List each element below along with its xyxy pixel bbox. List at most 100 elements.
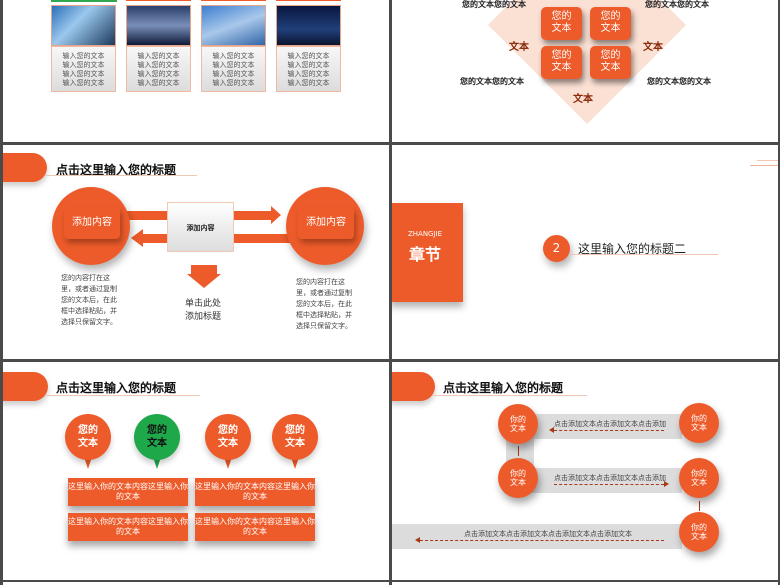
circle-node: 你的 文本 [498,458,538,498]
text-line: 输入您的文本 [62,61,105,69]
text-line: 输入您的文本 [137,79,180,87]
label-bottom-right: 您的文本您的文本 [647,77,711,86]
balloon-tail [153,457,161,469]
card-text: 输入您的文本输入您的文本输入您的文本输入您的文本 [201,46,266,92]
arrowhead-right [664,481,669,487]
gray-band [392,524,682,549]
number-badge: 2 [543,235,570,262]
label-right: 文本 [643,42,663,53]
text-line: 输入您的文本 [212,79,255,87]
down-label[interactable]: 单击此处 添加标题 [184,299,221,322]
arrowhead-left [131,229,143,247]
balloon: 您的 文本 [272,414,318,460]
title-underline [45,175,197,176]
row-text[interactable]: 点击添加文本点击添加文本点击添加 [554,474,666,482]
arrowhead-right [271,206,281,224]
square-tile: 您的 文本 [590,7,631,40]
label-bottom-left: 您的文本您的文本 [460,77,524,86]
center-box[interactable]: 添加内容 [167,202,234,252]
photo-glass-towers [51,5,116,46]
text-line: 输入您的文本 [287,61,330,69]
row-text[interactable]: 点击添加文本点击添加文本点击添加 [554,420,666,428]
gray-band [517,414,682,439]
right-circle-label[interactable]: 添加内容 [298,207,354,239]
title-underline [432,395,587,396]
orange-bar [201,0,266,1]
label-left: 文本 [509,42,529,53]
orange-bar [126,0,191,1]
circle-node: 你的 文本 [679,512,719,552]
label-top-left: 您的文本您的文本 [462,0,526,9]
green-bar [51,0,117,2]
balloon-tail [224,457,232,469]
header-tab [3,372,48,401]
text-line: 输入您的文本 [212,70,255,78]
title-underline [570,254,718,255]
down-arrowhead [187,274,221,288]
header-tab [392,372,435,401]
slide-title: 点击这里输入您的标题 [56,163,177,177]
balloon-tail [84,457,92,469]
arrowhead-left [549,427,554,433]
slide-thumbnail-2[interactable]: 您的 文本 您的 文本 您的 文本 您的 文本 您的文本您的文本 您的文本您的文… [392,0,778,142]
slide-thumbnail-1[interactable]: 输入您的文本输入您的文本输入您的文本输入您的文本 输入您的文本输入您的文本输入您… [3,0,389,142]
text-line: 输入您的文本 [287,52,330,60]
card-text: 输入您的文本输入您的文本输入您的文本输入您的文本 [126,46,191,92]
text-line: 输入您的文本 [287,79,330,87]
text-box[interactable]: 这里输入你的文本内容这里输入你的文本 [195,513,315,541]
dashed-arrow-right [554,484,664,485]
label-top-right: 您的文本您的文本 [645,0,709,9]
card-text: 输入您的文本输入您的文本输入您的文本输入您的文本 [276,46,341,92]
text-line: 输入您的文本 [137,61,180,69]
next-row-slide-edge [3,582,389,585]
label-bottom: 文本 [573,94,593,105]
circle-node: 你的 文本 [679,403,719,443]
square-tile: 您的 文本 [590,46,631,79]
down-arrow [518,446,519,456]
chapter-en: ZHANGJIE [407,230,443,238]
text-line: 输入您的文本 [287,70,330,78]
circle-node: 你的 文本 [679,458,719,498]
slide-thumbnail-3[interactable]: 点击这里输入您的标题 添加内容 添加内容 添加内容 单击此处 添加标题 您的内容… [3,145,389,359]
diamond-background [488,0,686,124]
text-line: 输入您的文本 [137,52,180,60]
text-line: 输入您的文本 [212,61,255,69]
text-line: 输入您的文本 [212,52,255,60]
slide-title: 点击这里输入您的标题 [443,381,564,395]
orange-bar [276,0,341,1]
section-title[interactable]: 这里输入您的标题二 [578,242,687,256]
decor-line [750,165,778,166]
text-line: 输入您的文本 [62,52,105,60]
slide-thumbnail-5[interactable]: 点击这里输入您的标题 您的 文本 您的 文本 您的 文本 您的 文本 这里输入你… [3,362,389,580]
row-text[interactable]: 点击添加文本点击添加文本点击添加文本点击添加文本 [464,530,632,538]
text-box[interactable]: 这里输入你的文本内容这里输入你的文本 [195,478,315,506]
text-line: 输入您的文本 [62,70,105,78]
balloon: 您的 文本 [65,414,111,460]
slide-title: 点击这里输入您的标题 [56,381,177,395]
text-box[interactable]: 这里输入你的文本内容这里输入你的文本 [68,513,188,541]
text-line: 输入您的文本 [137,70,180,78]
title-underline [45,395,200,396]
left-paragraph: 您的内容打在这里，或者通过复制您的文本后，在此框中选择粘贴，并选择只保留文字。 [61,274,117,326]
square-tile: 您的 文本 [541,7,582,40]
slide-thumbnail-6[interactable]: 点击这里输入您的标题 点击添加文本点击添加文本点击添加 点击添加文本点击添加文本… [392,362,778,580]
balloon-green: 您的 文本 [134,414,180,460]
text-box[interactable]: 这里输入你的文本内容这里输入你的文本 [68,478,188,506]
chapter-cn: 章节 [408,245,441,264]
right-paragraph: 您的内容打在这里，或者通过复制您的文本后，在此框中选择粘贴，并选择只保留文字。 [296,278,352,330]
photo-night-highway [126,5,191,46]
left-circle-label[interactable]: 添加内容 [64,207,120,239]
text-line: 输入您的文本 [62,79,105,87]
photo-blue-skyscrapers [201,5,266,46]
header-tab [3,153,47,182]
circle-node: 你的 文本 [498,404,538,444]
next-row-slide-edge [392,582,778,585]
card-text: 输入您的文本输入您的文本输入您的文本输入您的文本 [51,46,116,92]
balloon: 您的 文本 [205,414,251,460]
down-arrow [699,501,700,511]
dashed-arrow-left [420,540,664,541]
photo-city-night-skyline [276,5,341,46]
chapter-block [392,203,463,302]
slide-thumbnail-4[interactable]: ZHANGJIE 章节 2 这里输入您的标题二 [392,145,778,359]
balloon-tail [291,457,299,469]
